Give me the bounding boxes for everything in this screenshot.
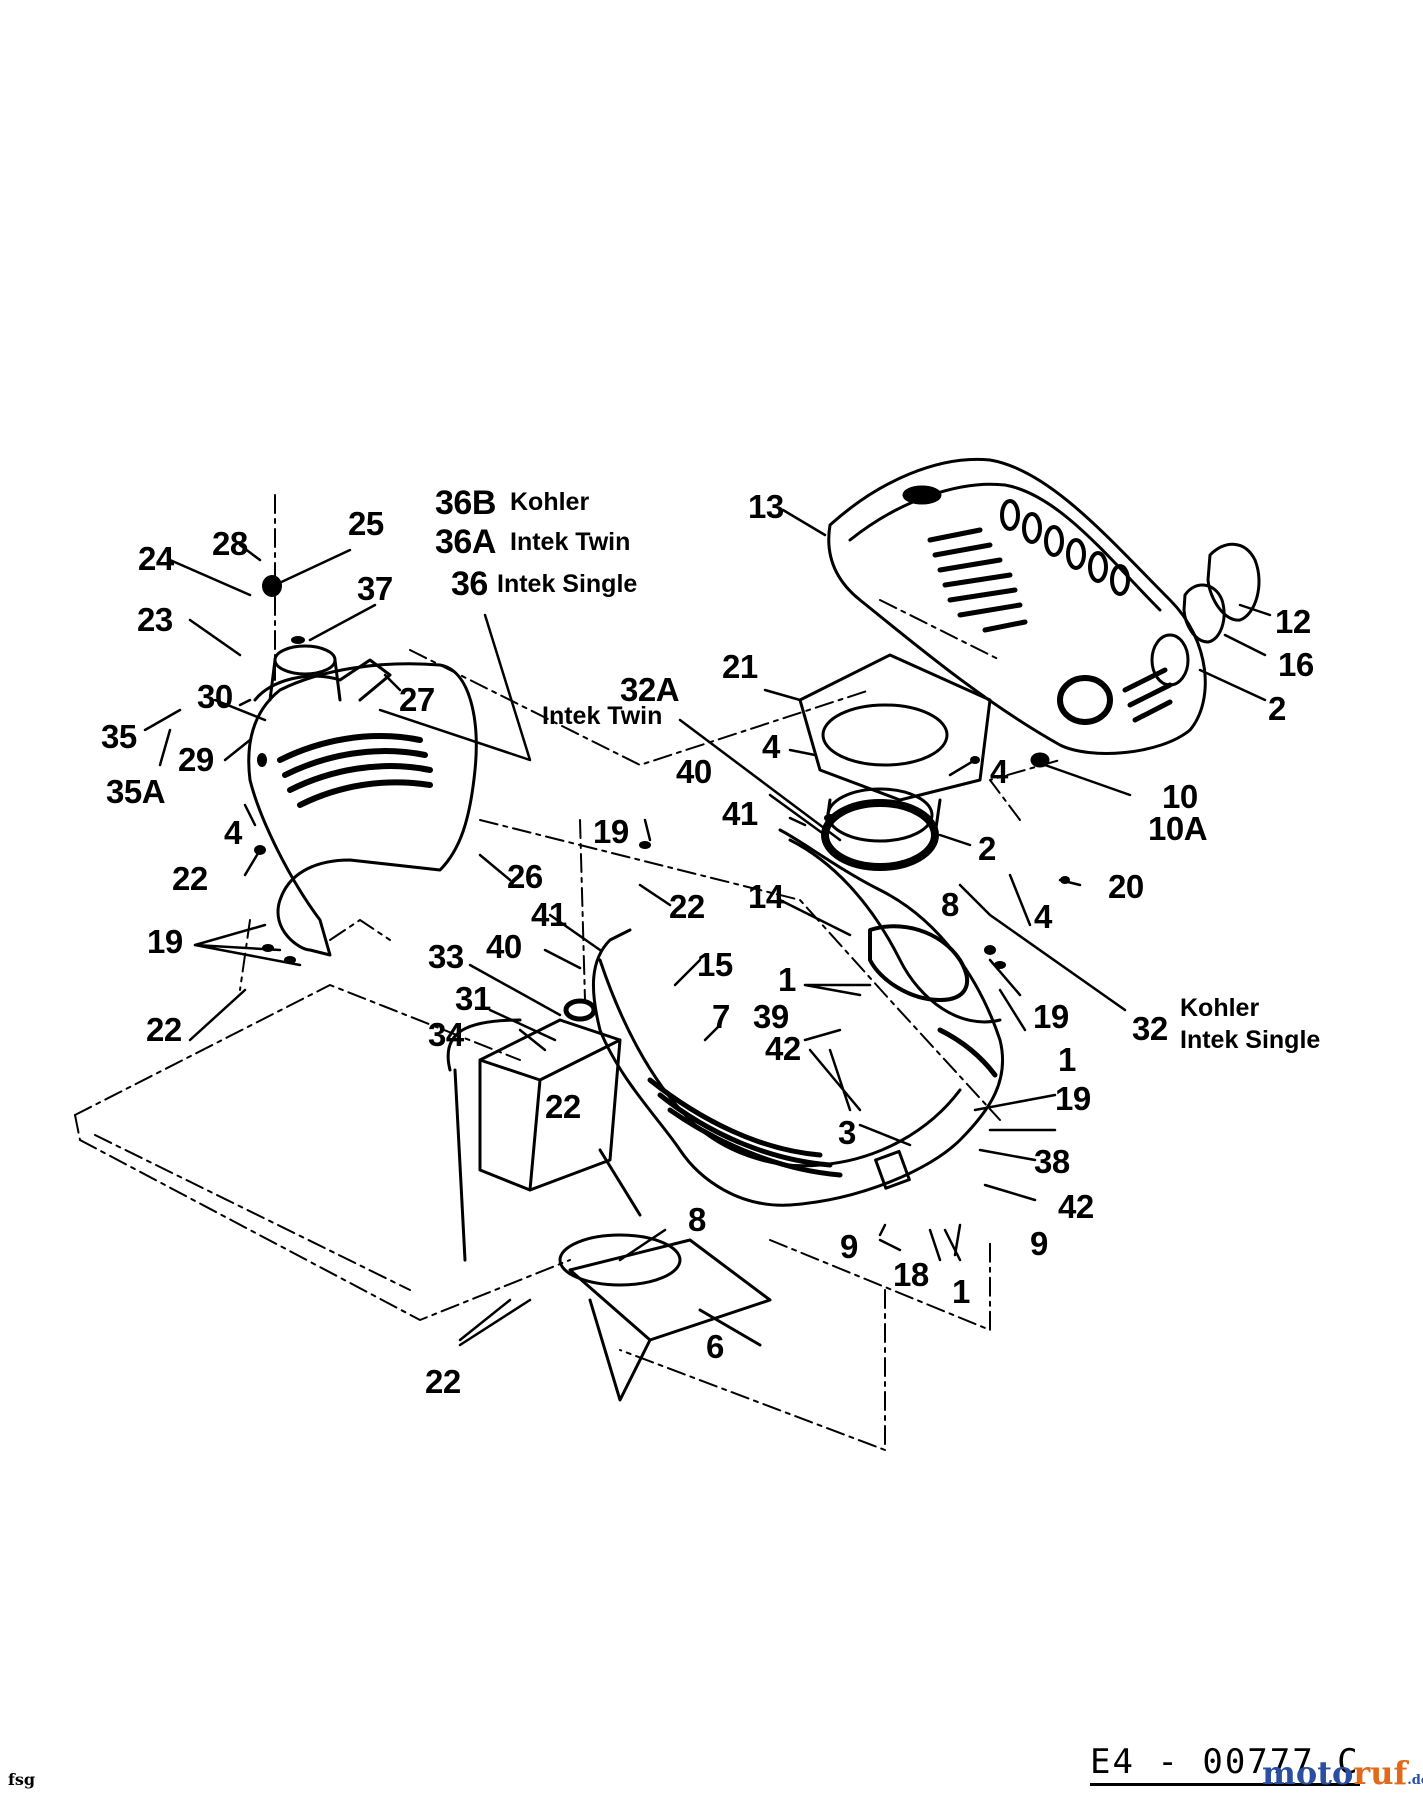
callout-8: 8: [941, 886, 959, 923]
callout-26: 26: [507, 858, 543, 895]
callout-7: 7: [712, 998, 730, 1035]
callout-39: 39: [753, 998, 789, 1035]
frame-bracket: [558, 1233, 772, 1402]
callout-4: 4: [762, 728, 780, 765]
callout-25: 25: [348, 505, 384, 542]
callout-28: 28: [212, 525, 248, 562]
fuel-tank: [446, 998, 642, 1262]
callout-12: 12: [1275, 603, 1311, 640]
brand-logo-part1: moto: [1262, 1754, 1354, 1792]
callout-35A: 35A: [106, 773, 166, 810]
callout-9: 9: [1030, 1225, 1048, 1262]
dash-panel: [591, 828, 1005, 1207]
note-kohler: Kohler: [1180, 994, 1260, 1022]
note-intek-single: Intek Single: [1180, 1026, 1321, 1054]
headlight-lens: [1182, 542, 1261, 644]
left-housing: [247, 644, 478, 957]
callout-34: 34: [428, 1016, 464, 1053]
callout-15: 15: [697, 946, 733, 983]
callout-1: 1: [952, 1273, 970, 1310]
callout-2: 2: [1268, 690, 1286, 727]
callout-14: 14: [748, 878, 784, 915]
callout-22: 22: [545, 1088, 581, 1125]
callout-32: 32: [1132, 1010, 1168, 1047]
callout-37: 37: [357, 570, 393, 607]
callout-27: 27: [399, 681, 435, 718]
callout-35: 35: [101, 718, 137, 755]
callout-22: 22: [172, 860, 208, 897]
callout-16: 16: [1278, 646, 1314, 683]
callout-22: 22: [669, 888, 705, 925]
callout-40: 40: [676, 753, 712, 790]
note-intek-twin: Intek Twin: [542, 702, 663, 730]
callout-19: 19: [1055, 1080, 1091, 1117]
callout-1: 1: [778, 961, 796, 998]
callout-9: 9: [840, 1228, 858, 1265]
callout-42: 42: [765, 1030, 801, 1067]
callout-31: 31: [455, 980, 491, 1017]
callout-4: 4: [1034, 898, 1052, 935]
callout-4: 4: [224, 814, 242, 851]
drawing-number: E4 - 00777 C: [1090, 1745, 1360, 1786]
callout-19: 19: [1033, 998, 1069, 1035]
callout-24: 24: [138, 540, 174, 577]
callout-21: 21: [722, 648, 758, 685]
callout-10: 10: [1162, 778, 1198, 815]
callout-8: 8: [688, 1201, 706, 1238]
note-kohler: Kohler: [510, 488, 590, 516]
callout-30: 30: [197, 678, 233, 715]
air-duct: [798, 653, 992, 871]
callout-4: 4: [990, 753, 1008, 790]
callout-19: 19: [593, 813, 629, 850]
brand-logo-part2: ruf: [1353, 1754, 1408, 1792]
callout-22: 22: [146, 1011, 182, 1048]
callout-6: 6: [706, 1328, 724, 1365]
callout-2: 2: [978, 830, 996, 867]
callout-33: 33: [428, 938, 464, 975]
callout-41: 41: [722, 795, 758, 832]
note-intek-single: Intek Single: [497, 570, 638, 598]
callout-36B: 36B: [435, 484, 496, 522]
callout-42: 42: [1058, 1188, 1094, 1225]
callout-23: 23: [137, 601, 173, 638]
callout-32A: 32A: [620, 671, 680, 708]
callout-19: 19: [147, 923, 183, 960]
callout-41: 41: [531, 896, 567, 933]
callout-36A: 36A: [435, 523, 496, 561]
callout-13: 13: [748, 488, 784, 525]
brand-logo-suffix: .de: [1407, 1773, 1423, 1788]
callout-3: 3: [838, 1114, 856, 1151]
callout-1: 1: [1058, 1041, 1076, 1078]
callout-18: 18: [893, 1256, 929, 1293]
callout-38: 38: [1034, 1143, 1070, 1180]
callout-40: 40: [486, 928, 522, 965]
note-intek-twin: Intek Twin: [510, 528, 631, 556]
callout-22: 22: [425, 1363, 461, 1400]
brand-logo: motoruf.de: [1262, 1757, 1423, 1789]
hood-part: [827, 457, 1207, 768]
callout-10A: 10A: [1148, 810, 1208, 847]
callout-29: 29: [178, 741, 214, 778]
footer-initials: fsg: [8, 1770, 36, 1789]
callout-36: 36: [451, 565, 488, 603]
callout-20: 20: [1108, 868, 1144, 905]
